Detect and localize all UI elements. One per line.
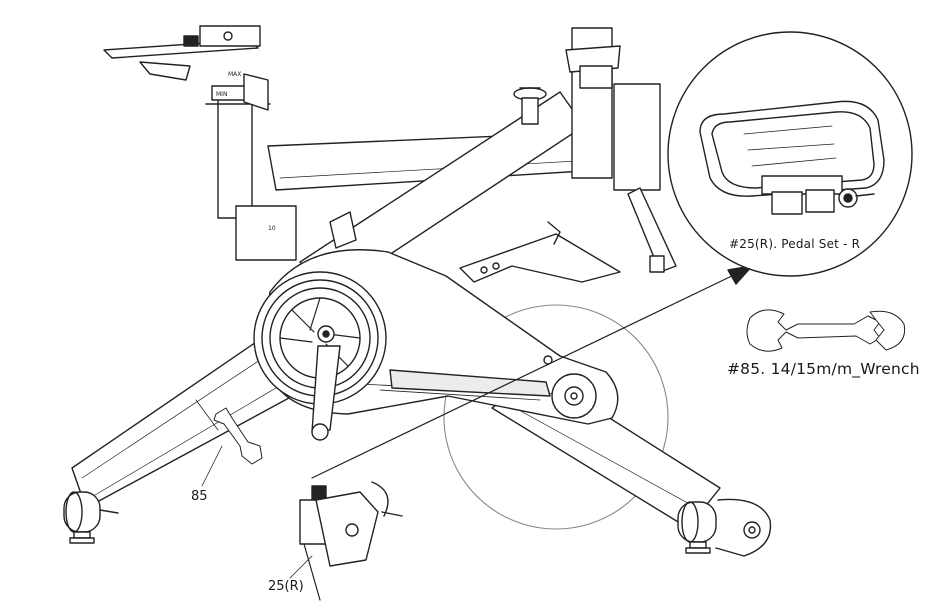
front-wheel — [677, 498, 772, 557]
callout-leader-arrow — [311, 265, 753, 479]
wrench-85-icon — [213, 407, 263, 465]
wrench-icon — [746, 309, 906, 352]
crank-arm — [311, 345, 341, 441]
leader-25r — [289, 555, 313, 579]
resistance-knob — [513, 87, 547, 125]
frame-scale-mark: 10 — [268, 225, 276, 232]
wrench-callout-label: #85. 14/15m/m_Wrench — [727, 360, 920, 378]
part-85-label: 85 — [191, 489, 208, 504]
frame-bracket — [329, 211, 357, 249]
seat-slider — [103, 25, 261, 81]
leader-85 — [201, 445, 223, 487]
pedal-set-r-detail — [699, 100, 885, 215]
flywheel-hub — [551, 373, 597, 419]
seat-post-max-mark: MAX — [228, 71, 241, 78]
part-25r-label: 25(R) — [268, 579, 304, 594]
rear-wheel — [63, 491, 119, 544]
seat-post-min-mark: MIN — [216, 91, 227, 98]
pedal-set-callout-label: #25(R). Pedal Set - R — [729, 237, 861, 251]
handlebar-post — [565, 27, 677, 273]
seat-post — [205, 73, 297, 261]
flywheel — [443, 304, 669, 530]
pedal-25r-part — [299, 481, 403, 601]
brake-bracket — [459, 221, 621, 283]
